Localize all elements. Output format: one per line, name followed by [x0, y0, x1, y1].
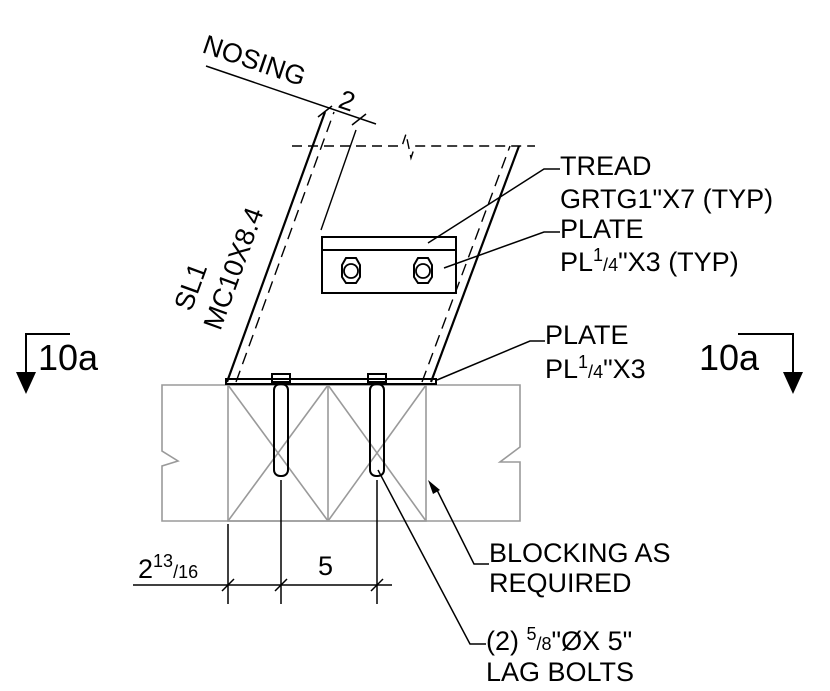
- stringer-left-flange-hidden: [235, 111, 335, 383]
- lag-bolt-shank-left: [273, 383, 289, 477]
- plate-typ-label-line1: PLATE: [560, 214, 644, 244]
- plate-typ-frac-slash: /: [603, 255, 608, 275]
- nosing-leader: [205, 65, 377, 125]
- lag-bolt-frac-slash: /: [537, 634, 542, 654]
- section-left-label: 10a: [38, 337, 99, 378]
- blocking-hatch: [227, 384, 329, 522]
- bottom-dimensions: [133, 480, 392, 604]
- dim-tick-1: [221, 578, 235, 592]
- stringer-channel: [225, 111, 535, 383]
- stringer-left-edge: [225, 111, 327, 383]
- blocking-leader: [435, 487, 489, 565]
- bolt-head-right: [413, 257, 433, 284]
- dim-tick-3: [370, 578, 384, 592]
- lag-bolt-suffix: "ØX 5": [552, 626, 633, 656]
- plate-base-leader: [436, 340, 545, 381]
- stringer-right-flange-hidden: [421, 145, 511, 383]
- lag-bolts: [271, 373, 387, 477]
- plate-typ-prefix: PL: [560, 247, 593, 277]
- blocking-hatch: [327, 384, 427, 522]
- section-marker-left: 10a: [16, 333, 99, 394]
- bolt-hole-right: [415, 263, 431, 279]
- plate-base-suffix: "X3: [603, 354, 646, 384]
- plate-base-frac-den: 4: [593, 362, 603, 382]
- section-right-label: 10a: [699, 337, 760, 378]
- plate-base-frac-slash: /: [588, 362, 593, 382]
- section-right-arrow: [783, 372, 803, 394]
- bolt-hole-left: [343, 263, 359, 279]
- section-left-line: [25, 333, 70, 372]
- stringer-labels: SL1 MC10X8.4: [168, 203, 269, 333]
- plate-base-prefix: PL: [545, 354, 578, 384]
- wood-blocking: [161, 384, 521, 522]
- lag-bolt-label-line2: LAG BOLTS: [486, 657, 634, 687]
- tread-plate-rect: [321, 236, 457, 294]
- plate-typ-label-line2: PL1/4"X3 (TYP): [560, 245, 739, 277]
- blocking-leader-arrow: [428, 480, 440, 494]
- nosing-tick-right: [351, 113, 367, 126]
- dim-left-slash: /: [173, 562, 178, 582]
- nosing-tick-left: [317, 105, 333, 118]
- section-right-line: [738, 333, 794, 372]
- nosing-dimension-value: 2: [335, 84, 359, 117]
- tread-leader: [427, 168, 560, 244]
- lag-bolt-head-left: [271, 373, 291, 383]
- dim-mid-value: 5: [318, 551, 333, 581]
- tread-label-line1: TREAD: [560, 151, 652, 181]
- plate-typ-suffix: "X3 (TYP): [618, 247, 739, 277]
- plate-typ-frac-den: 4: [608, 255, 618, 275]
- dim-left-den: 16: [178, 562, 198, 582]
- section-marker-right: 10a: [699, 333, 803, 394]
- tread-break-line: [292, 131, 535, 161]
- blocking-box: [227, 384, 427, 522]
- lag-bolt-label-line1: (2) 5/8"ØX 5": [486, 624, 632, 656]
- blocking-label-line2: REQUIRED: [489, 568, 632, 598]
- dim-left-whole: 2: [138, 554, 153, 584]
- stringer-right-edge: [429, 145, 521, 383]
- bolt-head-left: [341, 257, 361, 284]
- plate-base-label-line1: PLATE: [545, 320, 629, 350]
- tread-extension-line: [320, 129, 357, 231]
- plate-typ-frac-num: 1: [593, 245, 603, 265]
- plate-base-frac-num: 1: [578, 352, 588, 372]
- lag-bolt-shank-right: [369, 383, 385, 477]
- lag-bolt-frac-den: 8: [542, 634, 552, 654]
- lag-bolt-leader: [377, 469, 486, 645]
- tread-plate: [321, 236, 457, 294]
- lag-bolt-head-right: [367, 373, 387, 383]
- dim-left-value: 213/16: [138, 551, 198, 584]
- support-outline: [161, 384, 521, 522]
- lag-bolt-prefix: (2): [486, 626, 527, 656]
- plate-base-label-line2: PL1/4"X3: [545, 352, 646, 384]
- dim-left-num: 13: [153, 551, 173, 571]
- nosing-dimension: [205, 65, 377, 126]
- base-plate: [225, 378, 437, 385]
- section-left-arrow: [16, 372, 36, 394]
- callout-leaders: [377, 168, 560, 645]
- plate-typ-leader: [443, 231, 560, 269]
- tread-label-line2: GRTG1"X7 (TYP): [560, 184, 773, 214]
- lag-bolt-frac-num: 5: [527, 624, 537, 644]
- blocking-label-line1: BLOCKING AS: [489, 538, 671, 568]
- dim-tick-2: [274, 578, 288, 592]
